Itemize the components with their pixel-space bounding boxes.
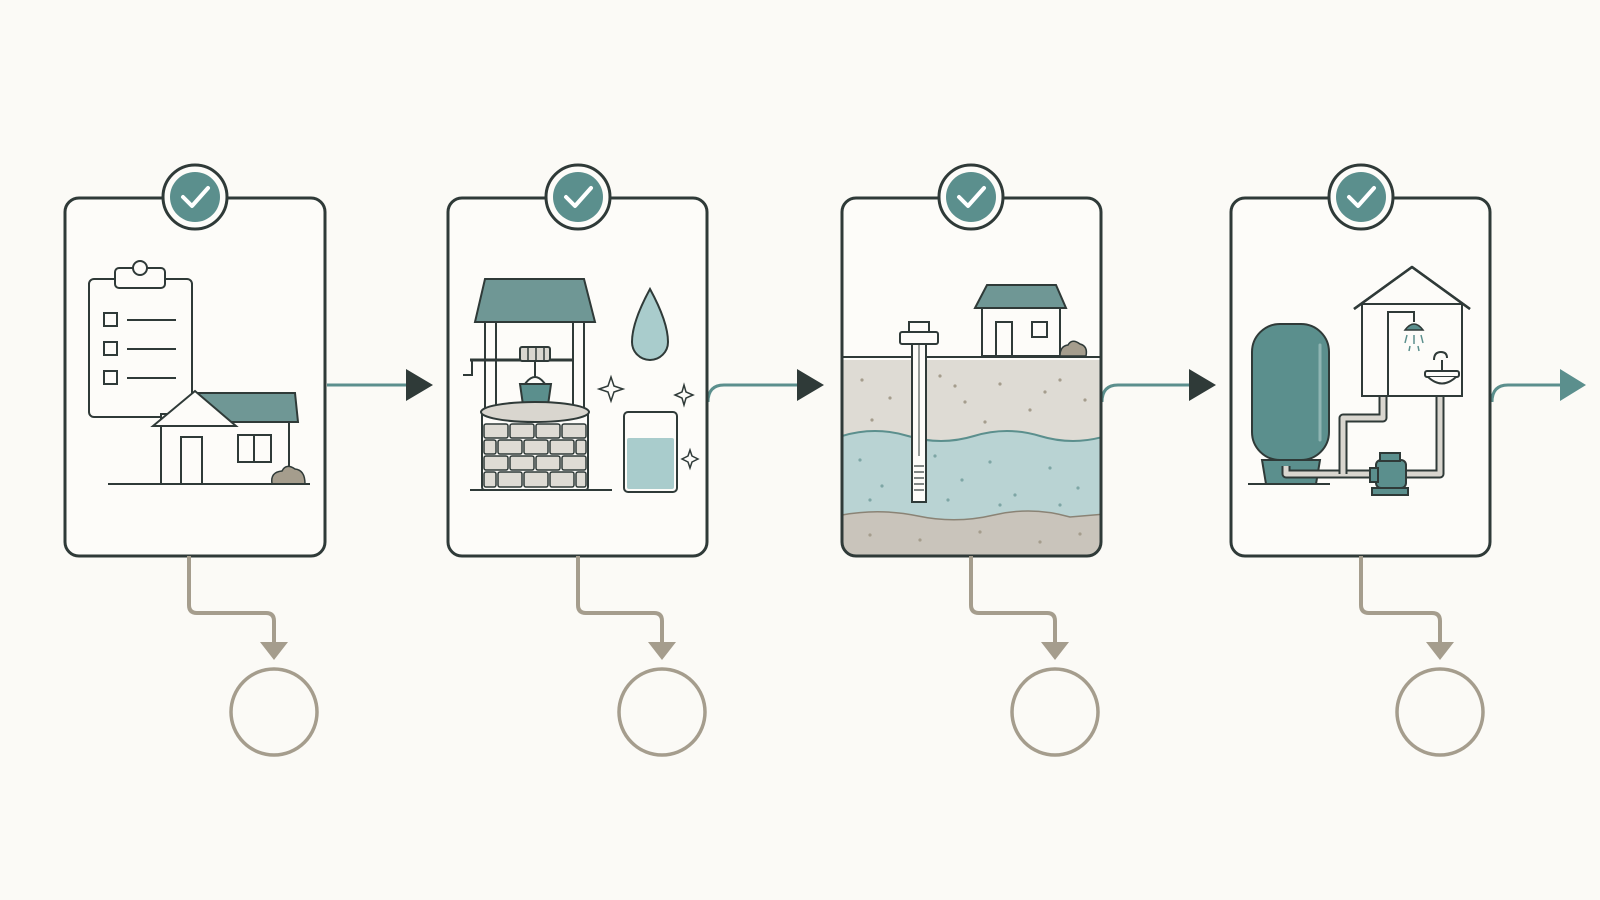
flow-arrow-3-to-4 xyxy=(1100,369,1216,403)
completed-check-badge xyxy=(161,163,229,231)
completed-check-badge xyxy=(1327,163,1395,231)
borehole-aquifer-icon xyxy=(842,284,1101,556)
pressure-tank-plumbing-icon xyxy=(1248,265,1471,496)
flow-arrow-1-to-2 xyxy=(327,369,433,401)
outcome-node-1 xyxy=(229,667,319,757)
site-assessment-icon xyxy=(88,260,310,485)
flow-arrow-2-to-3 xyxy=(706,369,824,403)
step-card-1 xyxy=(63,163,327,558)
step-card-3 xyxy=(840,163,1103,558)
step-card-2 xyxy=(446,163,709,558)
outcome-branch-2 xyxy=(576,556,707,757)
completed-check-badge xyxy=(937,163,1005,231)
completed-check-badge xyxy=(544,163,612,231)
step-card-4 xyxy=(1229,163,1492,558)
outcome-node-2 xyxy=(617,667,707,757)
water-well-icon xyxy=(463,278,700,493)
outcome-branch-4 xyxy=(1359,556,1485,757)
flow-arrow-4-exit xyxy=(1490,369,1586,403)
outcome-branch-1 xyxy=(187,556,319,757)
outcome-node-4 xyxy=(1395,667,1485,757)
outcome-node-3 xyxy=(1010,667,1100,757)
outcome-branch-3 xyxy=(969,556,1100,757)
